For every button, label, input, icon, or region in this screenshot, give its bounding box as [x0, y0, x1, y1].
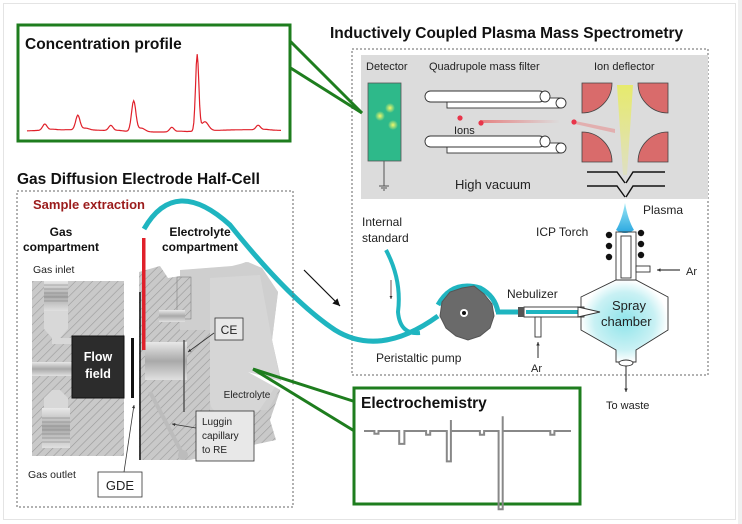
- electrochemistry-callout: [248, 367, 582, 506]
- gas-outlet-label: Gas outlet: [28, 469, 76, 481]
- flow-field-label-2: field: [85, 367, 111, 381]
- nebulizer: [518, 306, 601, 338]
- gas-inlet-label: Gas inlet: [33, 264, 75, 276]
- ion-beam: [457, 115, 615, 133]
- icp-torch-label: ICP Torch: [536, 225, 588, 239]
- flow-direction-arrow: [303, 269, 341, 307]
- luggin-label-box: [171, 410, 255, 462]
- gas-compartment-label-2: compartment: [23, 240, 99, 254]
- sample-tube: [141, 198, 440, 344]
- cones: [587, 171, 665, 198]
- ions-label: Ions: [454, 125, 475, 137]
- nebulizer-label: Nebulizer: [507, 287, 558, 301]
- icp-torch: [605, 203, 651, 281]
- icpms-boundary: [351, 48, 709, 376]
- electrolyte-compartment-label-2: compartment: [162, 240, 238, 254]
- luggin-label-2: capillary: [202, 431, 239, 442]
- ar-nebulizer-label: Ar: [531, 363, 542, 375]
- gde-electrode: [131, 338, 134, 398]
- concentration-profile-callout: [16, 23, 364, 143]
- electrochemistry-title: Electrochemistry: [361, 395, 487, 412]
- high-vacuum-region: [361, 55, 708, 199]
- gde-label: GDE: [106, 478, 135, 493]
- concentration-trace: [26, 54, 281, 133]
- quadrupole-rods: [424, 90, 567, 154]
- electrochemistry-trace: [364, 416, 571, 511]
- spray-chamber-label-2: chamber: [601, 314, 652, 329]
- electrolyte-compartment-label-1: Electrolyte: [169, 225, 231, 239]
- high-vacuum-label: High vacuum: [455, 177, 531, 192]
- luggin-label-1: Luggin: [202, 417, 232, 428]
- gde-label-box: [97, 404, 143, 498]
- plasma-label: Plasma: [643, 203, 683, 217]
- internal-standard-label-1: Internal: [362, 215, 402, 229]
- sample-extraction-label: Sample extraction: [33, 197, 145, 212]
- spray-chamber: [580, 279, 669, 367]
- sample-extraction-capillary: [142, 238, 146, 350]
- icpms-title: Inductively Coupled Plasma Mass Spectrom…: [330, 25, 684, 42]
- ce-label-box: [187, 317, 244, 353]
- electrolyte-label: Electrolyte: [224, 390, 271, 401]
- scrollbar[interactable]: [738, 0, 742, 524]
- spray-chamber-label-1: Spray: [612, 298, 646, 313]
- flow-field-label-1: Flow: [84, 350, 113, 364]
- to-waste-label: To waste: [606, 400, 649, 412]
- electrochemistry-plot: [364, 416, 571, 511]
- figure-frame: [3, 3, 736, 520]
- gde-cell-boundary: [16, 190, 294, 508]
- peristaltic-pump-label: Peristaltic pump: [376, 351, 462, 365]
- ar-torch-label: Ar: [686, 266, 697, 278]
- quadrupole-label: Quadrupole mass filter: [429, 61, 540, 73]
- peristaltic-pump: [435, 283, 518, 341]
- ion-deflector-label: Ion deflector: [594, 61, 655, 73]
- detector: [367, 82, 402, 191]
- gde-cell-title: Gas Diffusion Electrode Half-Cell: [17, 171, 260, 188]
- detector-label: Detector: [366, 61, 408, 73]
- internal-standard-label-2: standard: [362, 231, 409, 245]
- gas-compartment-block: [32, 281, 125, 456]
- ion-beam-yellow: [617, 85, 633, 175]
- concentration-profile-title: Concentration profile: [25, 36, 182, 53]
- ion-deflector: [581, 82, 669, 163]
- ce-label: CE: [221, 323, 238, 337]
- luggin-label-3: to RE: [202, 445, 227, 456]
- gas-compartment-label-1: Gas: [50, 225, 73, 239]
- concentration-profile-plot: [26, 54, 281, 133]
